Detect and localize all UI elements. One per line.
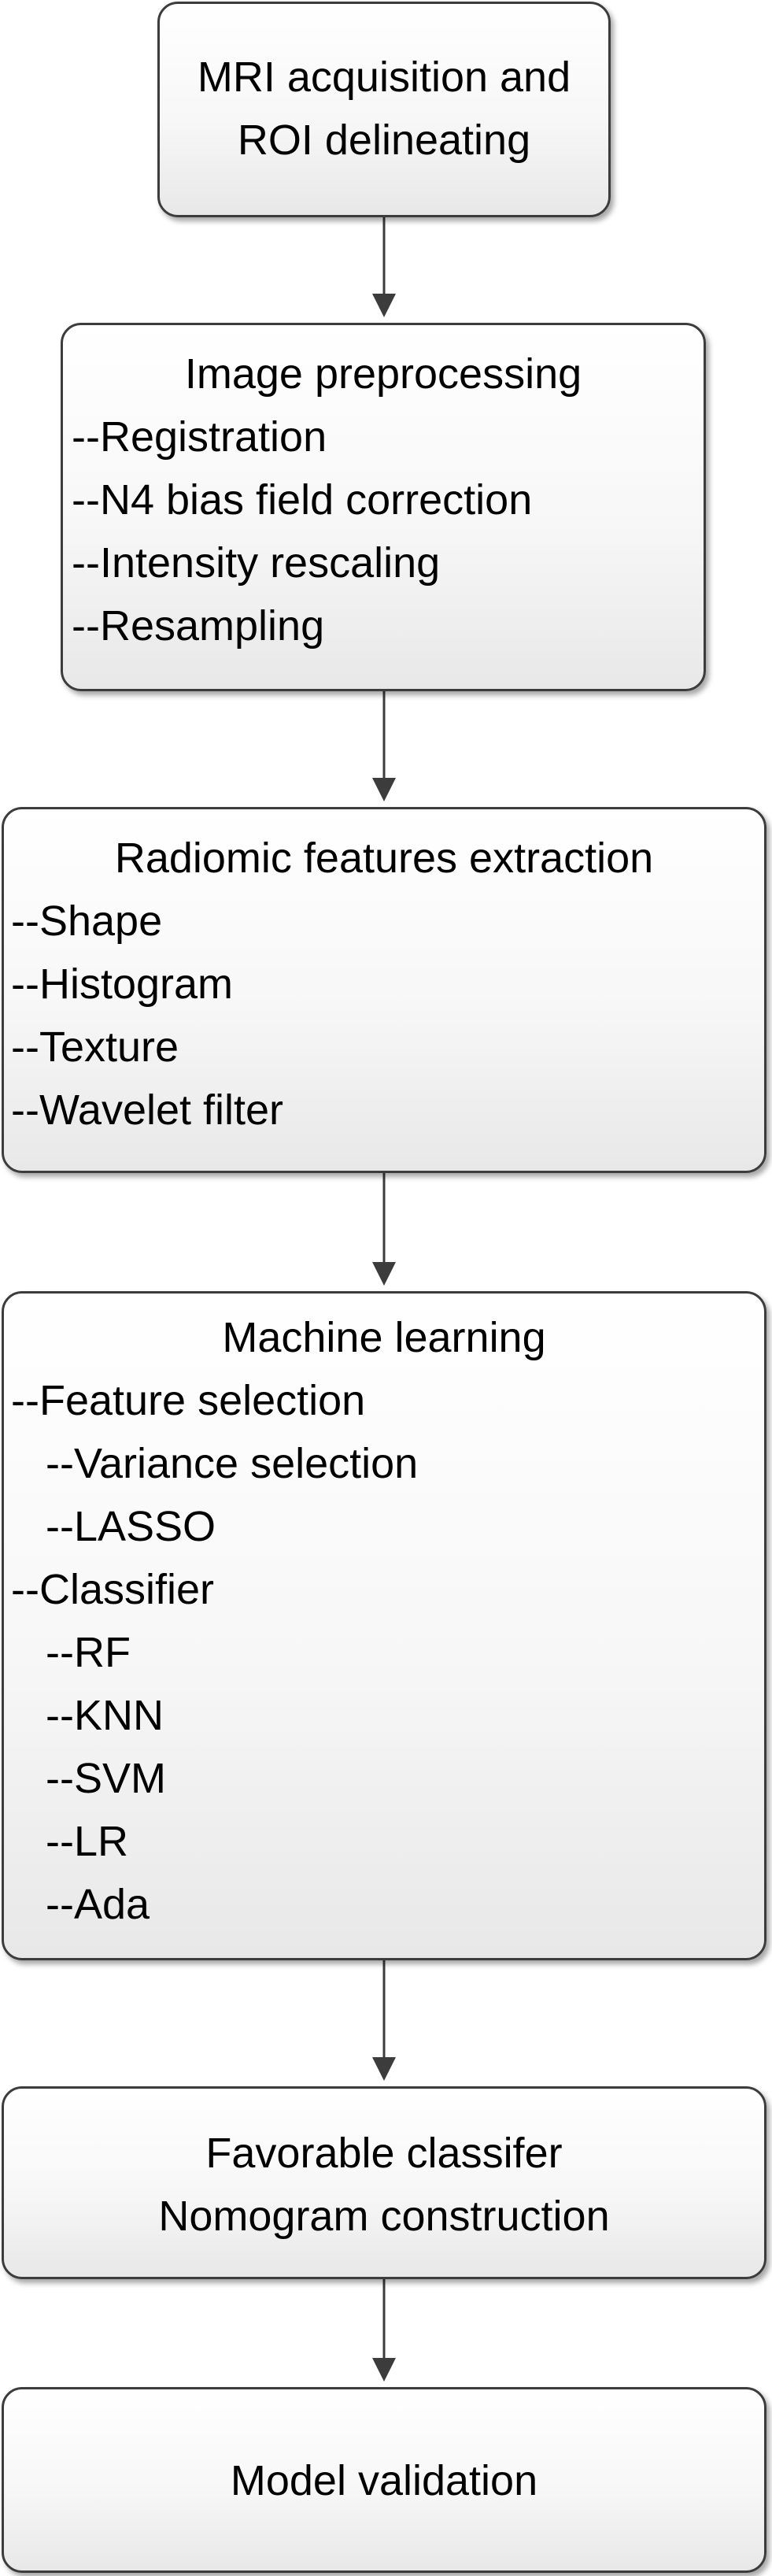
favorable-line-2: Nomogram construction xyxy=(158,2193,610,2240)
step-mri-acquisition: MRI acquisition and ROI delineating xyxy=(157,2,611,217)
preprocessing-item: --Registration xyxy=(72,413,327,461)
step-image-preprocessing: Image preprocessing --Registration --N4 … xyxy=(61,323,706,691)
preprocessing-item: --N4 bias field correction xyxy=(72,476,533,524)
feature-method-item: --LASSO xyxy=(46,1503,216,1550)
preprocessing-title: Image preprocessing xyxy=(184,350,582,398)
step-radiomic-extraction: Radiomic features extraction --Shape --H… xyxy=(2,807,766,1173)
step-model-validation: Model validation xyxy=(2,2387,766,2573)
classifier-item: --RF xyxy=(46,1629,131,1676)
extraction-item: --Shape xyxy=(11,898,163,945)
extraction-title: Radiomic features extraction xyxy=(114,835,654,882)
classifier-item: --Ada xyxy=(46,1881,150,1928)
acquisition-line-2: ROI delineating xyxy=(237,117,531,164)
favorable-line-1: Favorable classifer xyxy=(205,2130,563,2177)
extraction-item: --Histogram xyxy=(11,960,234,1008)
acquisition-text: MRI acquisition and ROI delineating xyxy=(160,46,608,172)
step-favorable-classifier: Favorable classifer Nomogram constructio… xyxy=(2,2086,766,2279)
step-machine-learning: Machine learning --Feature selection --V… xyxy=(2,1291,766,1960)
ml-title: Machine learning xyxy=(222,1314,546,1361)
classifier-item: --SVM xyxy=(46,1755,166,1802)
acquisition-line-1: MRI acquisition and xyxy=(197,54,571,101)
extraction-item: --Wavelet filter xyxy=(11,1086,284,1134)
preprocessing-item: --Intensity rescaling xyxy=(72,539,441,587)
classifier-item: --LR xyxy=(46,1818,128,1865)
extraction-item: --Texture xyxy=(11,1023,179,1071)
feature-method-item: --Variance selection xyxy=(46,1440,419,1487)
feature-selection-heading: --Feature selection xyxy=(11,1377,366,1424)
classifier-heading: --Classifier xyxy=(11,1566,215,1613)
classifier-item: --KNN xyxy=(46,1692,164,1739)
preprocessing-item: --Resampling xyxy=(72,602,325,650)
favorable-text: Favorable classifer Nomogram constructio… xyxy=(4,2122,764,2248)
validation-label: Model validation xyxy=(230,2457,538,2504)
